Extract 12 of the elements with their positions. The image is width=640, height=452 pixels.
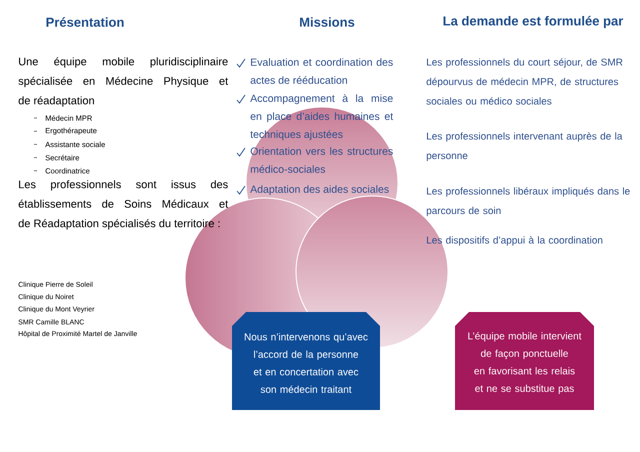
column-heading: Missions xyxy=(300,17,354,27)
callout-box: Nous n’intervenons qu’avec l’accord de la personne et en concertation avec son médecin traitant xyxy=(232,312,380,410)
mission-item: Evaluation et coordination des actes de rééducation xyxy=(250,58,393,84)
requester-item: Les professionnels du court séjour, de SMR dépourvus de médecin MPR, de structures sociales ou médico sociales xyxy=(426,58,622,105)
requester-item: Les professionnels intervenant auprès de la personne xyxy=(426,132,622,162)
mission-item: Adaptation des aides sociales xyxy=(250,185,389,195)
paragraph: Une équipe mobile pluridisciplinaire spécialisée en Médecine Physique et de réadaptation xyxy=(18,57,228,107)
callout-box: L’équipe mobile intervient de façon ponctuelle en favorisant les relais et ne se substitue pas xyxy=(455,312,594,410)
column-heading: Présentation xyxy=(46,17,124,27)
requester-item: Les professionnels libéraux impliqués dans le parcours de soin xyxy=(426,187,630,216)
paragraph: Les professionnels sont issus des établissements de Soins Médicaux et de Réadaptation spécialisés du territoire : xyxy=(18,180,228,230)
column-heading: La demande est formulée par xyxy=(444,16,624,28)
